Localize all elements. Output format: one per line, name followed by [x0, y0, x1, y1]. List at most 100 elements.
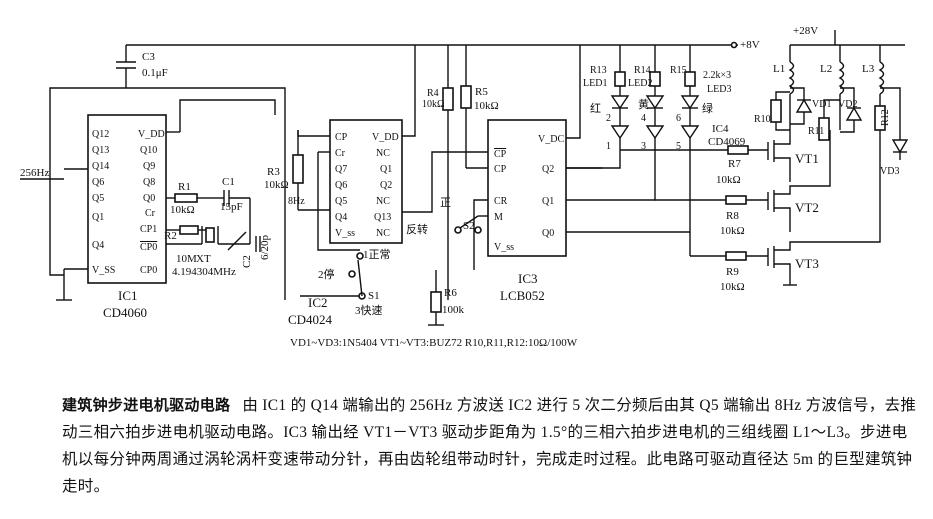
- s2-forward-label: 正: [440, 197, 451, 209]
- c1-ref: C1: [222, 176, 235, 188]
- led1-color: 红: [590, 102, 601, 115]
- supply-8v-label: +8V: [740, 39, 760, 51]
- ic4-pin-4: 4: [641, 113, 646, 124]
- r5-resistor: R5 10kΩ: [460, 45, 499, 169]
- ic3-pin-q2: Q2: [542, 164, 554, 175]
- c3-ref: C3: [142, 51, 155, 63]
- freq-8hz-label: 8Hz: [288, 196, 305, 207]
- ic2-pin-nc2: NC: [376, 196, 390, 207]
- ic2-pin-q5: Q5: [335, 196, 347, 207]
- vt2-mosfet: VT2: [767, 130, 831, 230]
- r5-ref: R5: [475, 86, 488, 98]
- r15-ref: R15: [670, 65, 687, 76]
- ic1-pin-q12: Q12: [92, 129, 109, 140]
- led2-ref: LED2: [628, 78, 652, 89]
- vd1-diode: VD1: [790, 87, 831, 125]
- ic2-pin-nc3: NC: [376, 228, 390, 239]
- supply-28v-label: +28V: [793, 25, 818, 37]
- r5-value: 10kΩ: [474, 100, 499, 112]
- ic3-pin-vss: V_ss: [494, 242, 514, 253]
- vd2-diode: VD2: [838, 87, 863, 133]
- ic1-part: CD4060: [103, 305, 147, 320]
- r2-resistor: R2 10M: [164, 225, 210, 265]
- s1-pos-stop: 2停: [318, 267, 335, 281]
- vd3-ref: VD3: [880, 166, 899, 177]
- ic1-chip: Q12 Q13 Q14 Q6 Q5 Q1 Q4 V_SS V_DD Q10 Q9…: [56, 114, 180, 320]
- r12-resistor: R12: [874, 105, 891, 131]
- r11-resistor: R11: [808, 99, 840, 141]
- ic2-pin-nc1: NC: [376, 148, 390, 159]
- ic2-name: IC2: [308, 295, 328, 310]
- ic4-name: IC4: [712, 123, 729, 135]
- ic1-pin-q8: Q8: [143, 177, 155, 188]
- r8-resistor: R8 10kΩ: [655, 195, 768, 237]
- reverse-label: 反转: [406, 222, 428, 236]
- ic3-pin-q0: Q0: [542, 228, 554, 239]
- l1-ref: L1: [773, 63, 785, 75]
- ic3-pin-cr: CR: [494, 196, 508, 207]
- r2-value: 10M: [176, 253, 197, 265]
- ic3-name: IC3: [518, 271, 538, 286]
- vd2-ref: VD2: [838, 99, 857, 110]
- r11-ref: R11: [808, 126, 824, 137]
- ic1-pin-cp0: CP0: [140, 265, 157, 276]
- ic3-pin-m: M: [494, 212, 503, 223]
- ic1-pin-q6: Q6: [92, 177, 104, 188]
- ic4-pin-3: 3: [641, 141, 646, 152]
- led2-color: 黄: [638, 97, 649, 111]
- ic1-pin-q4: Q4: [92, 240, 104, 251]
- ic1-pin-q10: Q10: [140, 145, 157, 156]
- c1-value: 15pF: [220, 201, 243, 213]
- r4-resistor: R4 10kΩ: [422, 45, 454, 300]
- vd3-diode: VD3: [880, 87, 909, 177]
- s1-switch: 1正常 2停 S1 3快速: [300, 248, 391, 317]
- ic1-pin-q13: Q13: [92, 145, 109, 156]
- ic2-pin-vdd: V_DD: [372, 132, 399, 143]
- r1-ref: R1: [178, 181, 191, 193]
- r4-value: 10kΩ: [422, 99, 444, 110]
- ic1-pin-vss: V_SS: [92, 265, 115, 276]
- ic2-pin-q6: Q6: [335, 180, 347, 191]
- c2-ref: C2: [241, 255, 253, 268]
- ic1-pin-q5: Q5: [92, 193, 104, 204]
- r6-resistor: R6 100k: [428, 270, 465, 326]
- schematic: Q12 Q13 Q14 Q6 Q5 Q1 Q4 V_SS V_DD Q10 Q9…: [20, 25, 909, 349]
- ic4-pin-1: 1: [606, 141, 611, 152]
- ic2-pin-q2: Q2: [380, 180, 392, 191]
- r2-ref: R2: [164, 230, 177, 242]
- r3-value: 10kΩ: [264, 179, 289, 191]
- vd1-ref: VD1: [812, 99, 831, 110]
- r7-value: 10kΩ: [716, 174, 741, 186]
- ic1-pin-q9: Q9: [143, 161, 155, 172]
- ic1-pin-q0: Q0: [143, 193, 155, 204]
- ic3-pin-cp-bar: CP: [494, 149, 507, 160]
- r6-ref: R6: [444, 287, 457, 299]
- led1-ref: LED1: [583, 78, 607, 89]
- r15-led3: R15 2.2k×3 LED3 绿: [670, 45, 731, 115]
- r7-resistor: R7 10kΩ: [620, 145, 768, 186]
- ic2-pin-q13: Q13: [374, 212, 391, 223]
- r7-ref: R7: [728, 158, 741, 170]
- r14-ref: R14: [634, 65, 651, 76]
- s2-ref: S2: [463, 220, 475, 232]
- ic1-pin-vdd: V_DD: [138, 129, 165, 140]
- ic1-pin-q14: Q14: [92, 161, 109, 172]
- led3-ref: LED3: [707, 84, 731, 95]
- r13-ref: R13: [590, 65, 607, 76]
- xt-ref: XT: [196, 253, 211, 265]
- vt1-mosfet: VT1: [767, 120, 819, 180]
- ic1-pin-cp0-bar: CP0: [140, 242, 157, 253]
- ic1-pin-cp1: CP1: [140, 224, 157, 235]
- r8-ref: R8: [726, 210, 739, 222]
- ic4-inverters: 2 1 4 3 6 5 IC4 CD4069: [606, 108, 746, 152]
- c2-trimmer: 6/20p C2: [227, 198, 271, 268]
- ic3-pin-q1: Q1: [542, 196, 554, 207]
- ic4-pin-6: 6: [676, 113, 681, 124]
- ic2-pin-vss: V_ss: [335, 228, 355, 239]
- led3-color: 绿: [702, 101, 713, 115]
- s2-switch: S2: [454, 215, 488, 234]
- r3-resistor: R3 10kΩ 8Hz: [264, 130, 305, 210]
- ic3-pin-vdc: V_DC: [538, 134, 564, 145]
- s1-ref: S1: [368, 290, 380, 302]
- vt3-mosfet: VT3: [767, 130, 881, 285]
